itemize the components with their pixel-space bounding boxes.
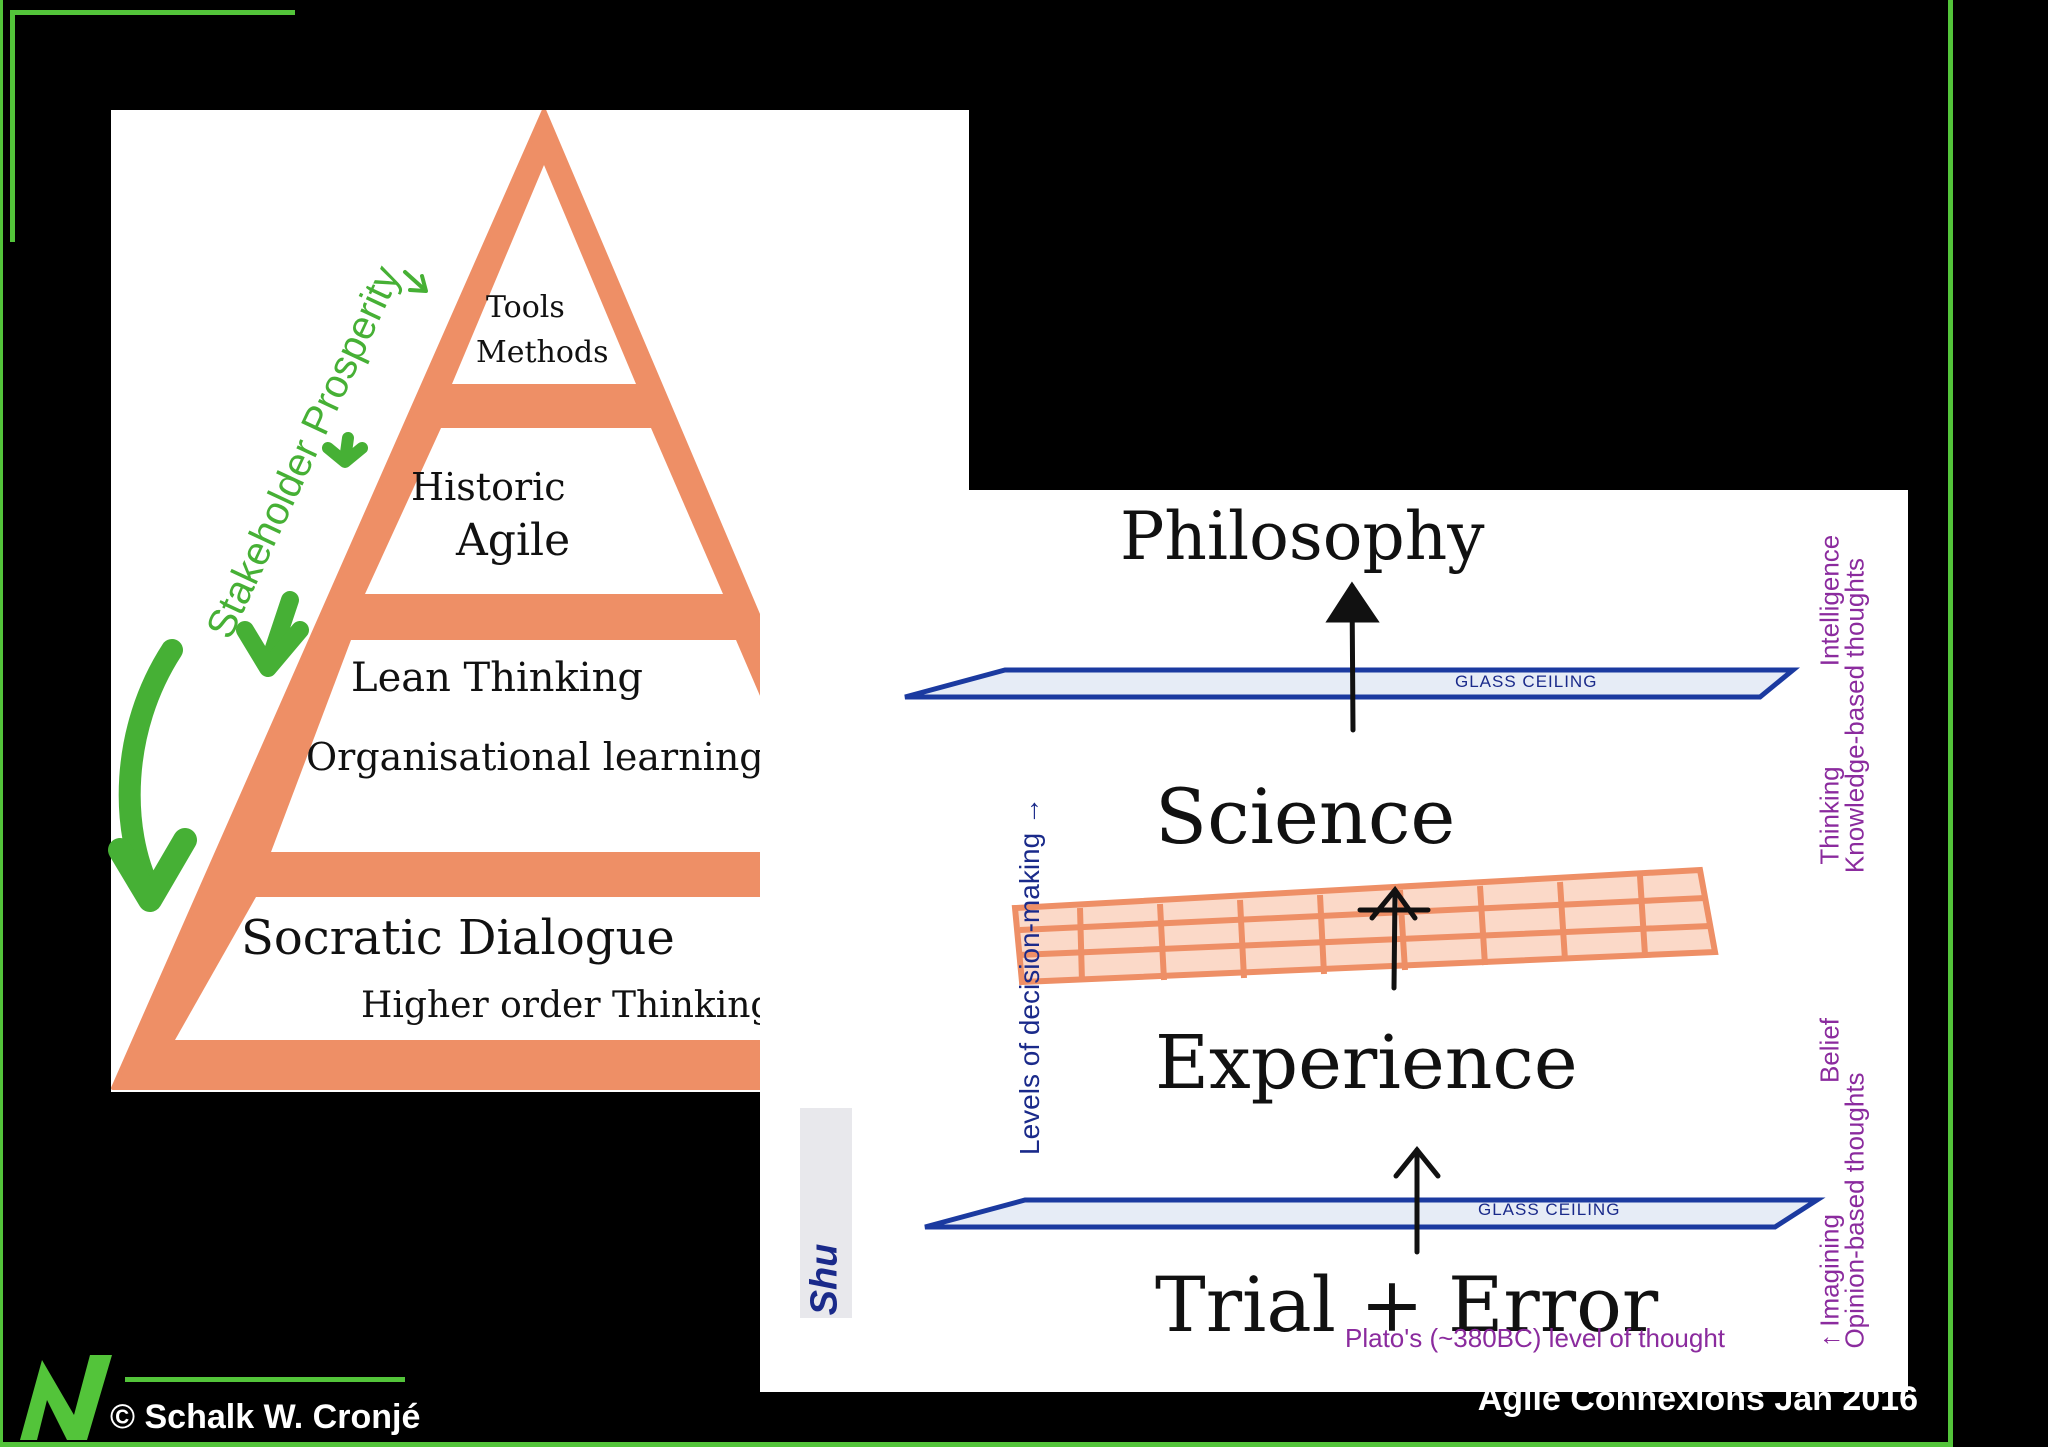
frame-bottom-border [0,1442,1953,1447]
pyramid-level-4 [175,897,911,1040]
shu-sticker: Shu [800,1108,852,1318]
stage-science: Science [1155,772,1456,861]
plato-drawing [904,581,1826,1255]
stage-philosophy: Philosophy [1120,498,1485,575]
footer-accent-line [125,1377,405,1382]
prosperity-arrows [108,270,428,912]
agile-connexions-logo-icon [20,1355,112,1440]
level-1-line2: Methods [476,335,609,370]
upper-glass-ceiling-label: GLASS CEILING [1455,672,1598,691]
upper-glass-ceiling [904,667,1801,700]
pyramid-level-1 [452,165,636,384]
pyramid-drawing [111,110,961,1090]
pyramid-level-2 [365,428,723,594]
level-4-line2: Higher order Thinking [361,985,774,1026]
opinion-thoughts-label: Opinion-based thoughts [1839,1072,1870,1349]
level-1-line1: Tools [486,290,565,325]
big-arrow-head-icon [108,828,197,912]
level-3-line2: Organisational learning [306,735,764,779]
frame-top-accent [10,10,295,15]
event-text: Agile Connexions Jan 2016 [1477,1380,1918,1418]
level-4-line1: Socratic Dialogue [241,910,675,966]
frame-left-border [0,0,3,1447]
level-2-line1: Historic [411,465,566,509]
frame-right-border [1948,0,1953,1447]
brick-wall [1011,866,1719,986]
level-2-line2: Agile [456,515,571,566]
plato-caption: Plato's (~380BC) level of thought [1345,1323,1726,1353]
copyright-text: © Schalk W. Cronjé [110,1398,421,1436]
stage-experience: Experience [1155,1020,1578,1106]
knowledge-thoughts-label: Knowledge-based thoughts [1839,557,1870,874]
decision-axis-label: Levels of decision-making → [1014,797,1045,1155]
level-3-line1: Lean Thinking [351,655,643,701]
stage-trial-error: Trial + Error [1155,1260,1659,1349]
lower-glass-ceiling-label: GLASS CEILING [1478,1200,1621,1219]
tiny-arrow-icon [403,270,427,292]
pyramid-level-3 [271,640,827,852]
upward-arrows [1325,581,1441,1255]
lower-glass-ceiling [924,1197,1826,1230]
frame-left-accent [10,10,15,242]
